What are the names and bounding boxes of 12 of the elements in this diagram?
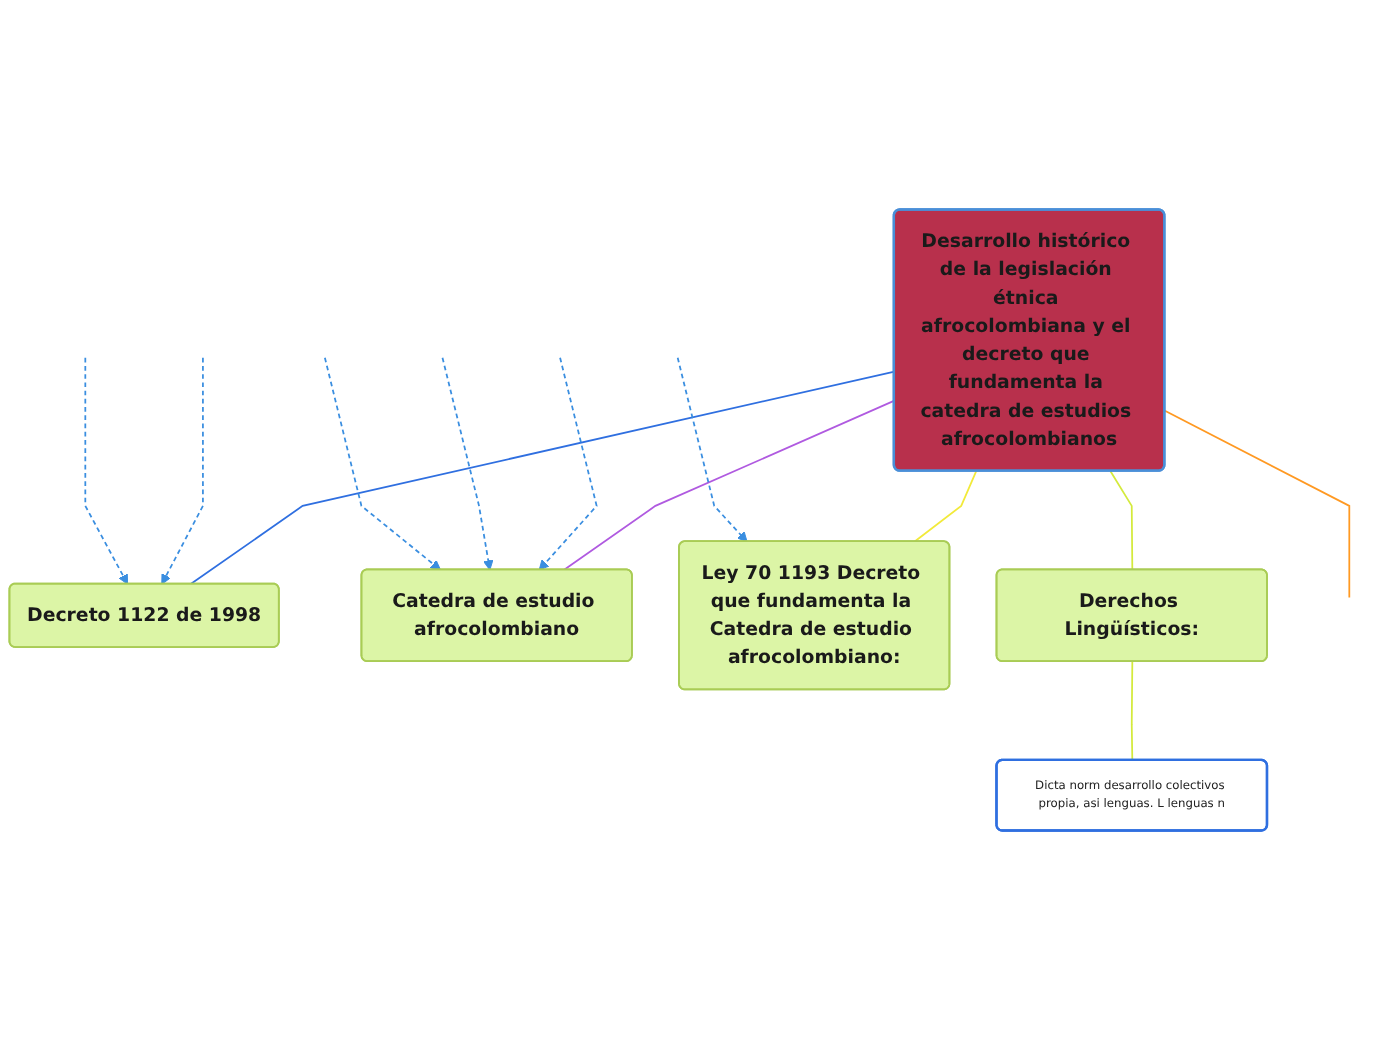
arrow xyxy=(161,356,204,585)
connector xyxy=(1130,660,1134,762)
connector xyxy=(189,370,896,585)
arrow xyxy=(676,356,748,543)
arrow xyxy=(441,356,494,571)
connector xyxy=(913,470,978,543)
connector xyxy=(562,399,896,571)
arrow xyxy=(84,356,129,585)
arrow xyxy=(324,356,441,571)
arrow xyxy=(538,356,598,571)
connector xyxy=(1164,409,1351,599)
connector xyxy=(1109,470,1134,571)
